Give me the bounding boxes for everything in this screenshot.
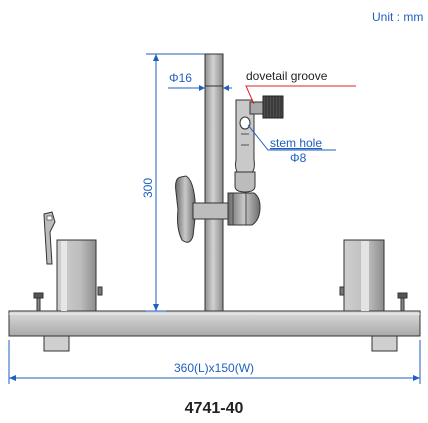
stem-holder — [234, 95, 284, 193]
dovetail-groove-leader — [245, 85, 356, 105]
rod-diameter-label: Φ16 — [169, 71, 192, 85]
model-number: 4741-40 — [185, 400, 244, 417]
stem-hole-leader — [247, 124, 336, 151]
stem-hole-diameter-label: Φ8 — [290, 151, 307, 165]
dovetail-groove-label: dovetail groove — [246, 69, 328, 83]
base-plate — [8, 310, 421, 337]
base-size-label: 360(L)x150(W) — [174, 361, 254, 375]
rod-clamp — [175, 175, 261, 243]
stem-hole-label: stem hole — [270, 136, 322, 150]
base-feet — [43, 335, 398, 352]
height-dimension — [146, 53, 205, 312]
vertical-rod — [204, 53, 224, 312]
unit-label: Unit : mm — [372, 10, 423, 24]
rod-diameter-dimension — [168, 85, 232, 91]
right-v-block — [339, 239, 408, 312]
left-v-block — [33, 211, 103, 312]
height-label: 300 — [141, 178, 155, 198]
base-length-dimension — [8, 340, 421, 384]
